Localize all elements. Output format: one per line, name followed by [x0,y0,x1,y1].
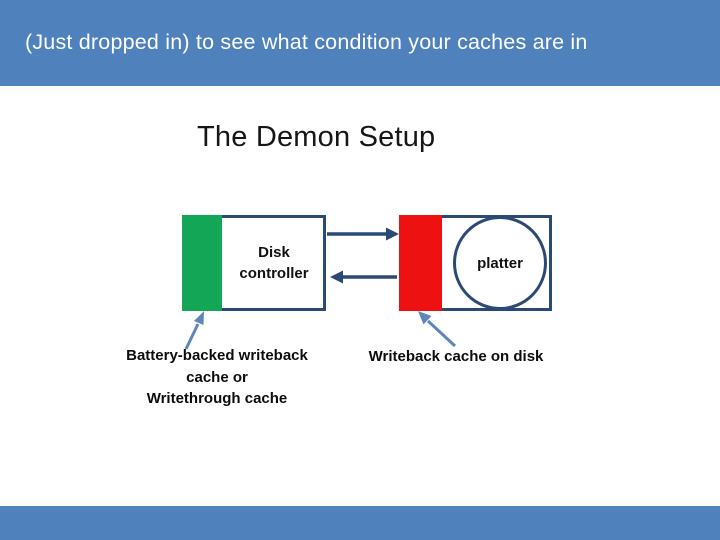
disk-box: platter [399,215,552,311]
disk-controller-box: Disk controller [182,215,326,311]
disk-controller-label: Disk controller [239,244,309,282]
callout-arrow-to-disk-cache [418,311,457,348]
left-caption: Battery-backed writeback cache or Writet… [112,345,322,410]
platter-label: platter [477,254,523,272]
caption-line: cache or [186,368,248,386]
disk-cache-rect [399,215,442,311]
caption-line: Battery-backed writeback [126,347,308,364]
arrow-disk-to-controller [330,270,397,284]
callout-arrow-to-controller-cache [184,311,204,350]
footer-band [0,506,720,540]
right-caption: Writeback cache on disk [368,348,544,365]
header-band: (Just dropped in) to see what condition … [0,0,720,86]
platter-circle: platter [453,216,547,310]
arrow-controller-to-disk [327,227,399,241]
caption-line: Writethrough cache [146,390,288,407]
controller-cache-rect [182,215,222,311]
page-title: The Demon Setup [197,121,436,153]
header-title: (Just dropped in) to see what condition … [25,30,588,54]
